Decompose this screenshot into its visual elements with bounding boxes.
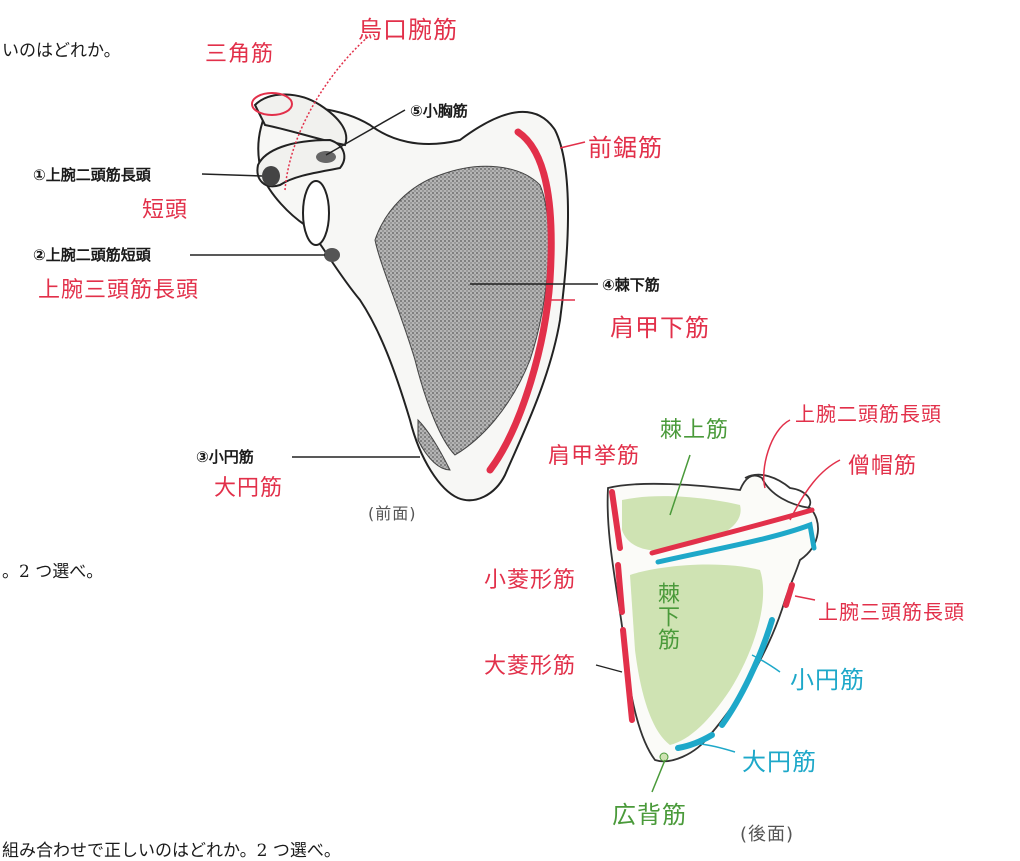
biceps-long-leader xyxy=(764,420,790,488)
dairyokei-leader xyxy=(596,665,622,672)
note-supraspinatus: 棘上筋 xyxy=(660,412,729,444)
label-pectoralis-minor: ⑤小胸筋 xyxy=(410,100,468,121)
note-latissimus-dorsi: 広背筋 xyxy=(612,795,687,830)
question-fragment-3: 組み合わせで正しいのはどれか。2 つ選べ。 xyxy=(2,836,341,861)
note-biceps-long-head: 上腕二頭筋長頭 xyxy=(795,398,942,427)
serratus-leader xyxy=(560,142,585,148)
daien-leader xyxy=(700,744,735,752)
posterior-view-label: (後面) xyxy=(740,820,794,846)
note-levator-scapulae: 肩甲挙筋 xyxy=(548,438,640,470)
anterior-view-label: (前面) xyxy=(368,500,417,524)
coracoid-tip-mark xyxy=(262,166,280,186)
rhomboid-minor-line xyxy=(618,565,622,612)
latissimus-mark xyxy=(660,753,668,761)
note-deltoid: 三角筋 xyxy=(205,36,274,68)
note-rhomboid-major: 大菱形筋 xyxy=(484,648,576,680)
label-infraspinatus: ④棘下筋 xyxy=(602,274,660,295)
label-biceps-short-head: ②上腕二頭筋短頭 xyxy=(33,244,151,265)
note-triceps-long-head: 上腕三頭筋長頭 xyxy=(38,272,199,304)
coracoid-attachment-mark xyxy=(316,151,336,163)
posterior-scapula xyxy=(596,420,840,792)
note-coracobrachialis: 烏口腕筋 xyxy=(358,10,458,45)
note-rhomboid-minor: 小菱形筋 xyxy=(484,562,576,594)
infraglenoid-mark xyxy=(324,248,340,262)
question-fragment-1: いのはどれか。 xyxy=(2,36,121,61)
note-subscapularis: 肩甲下筋 xyxy=(610,308,710,343)
note-infraspinatus: 棘下筋 xyxy=(650,582,682,651)
note-teres-major: 大円筋 xyxy=(214,470,283,502)
note-teres-major-posterior: 大円筋 xyxy=(742,742,817,777)
note-short-head: 短頭 xyxy=(142,192,188,224)
label-biceps-long-head: ①上腕二頭筋長頭 xyxy=(33,164,151,185)
glenoid-cavity xyxy=(303,181,329,245)
note-teres-minor: 小円筋 xyxy=(790,660,865,695)
question-fragment-2: 。2 つ選べ。 xyxy=(2,557,103,582)
triceps-leader xyxy=(795,596,815,600)
note-serratus-anterior: 前鋸筋 xyxy=(588,128,663,163)
label-teres-minor: ③小円筋 xyxy=(196,446,254,467)
kouhai-leader xyxy=(652,760,665,792)
note-trapezius: 僧帽筋 xyxy=(848,448,917,480)
note-triceps-long-head-posterior: 上腕三頭筋長頭 xyxy=(818,596,965,625)
leader-1 xyxy=(202,174,262,176)
anterior-scapula xyxy=(190,35,598,500)
